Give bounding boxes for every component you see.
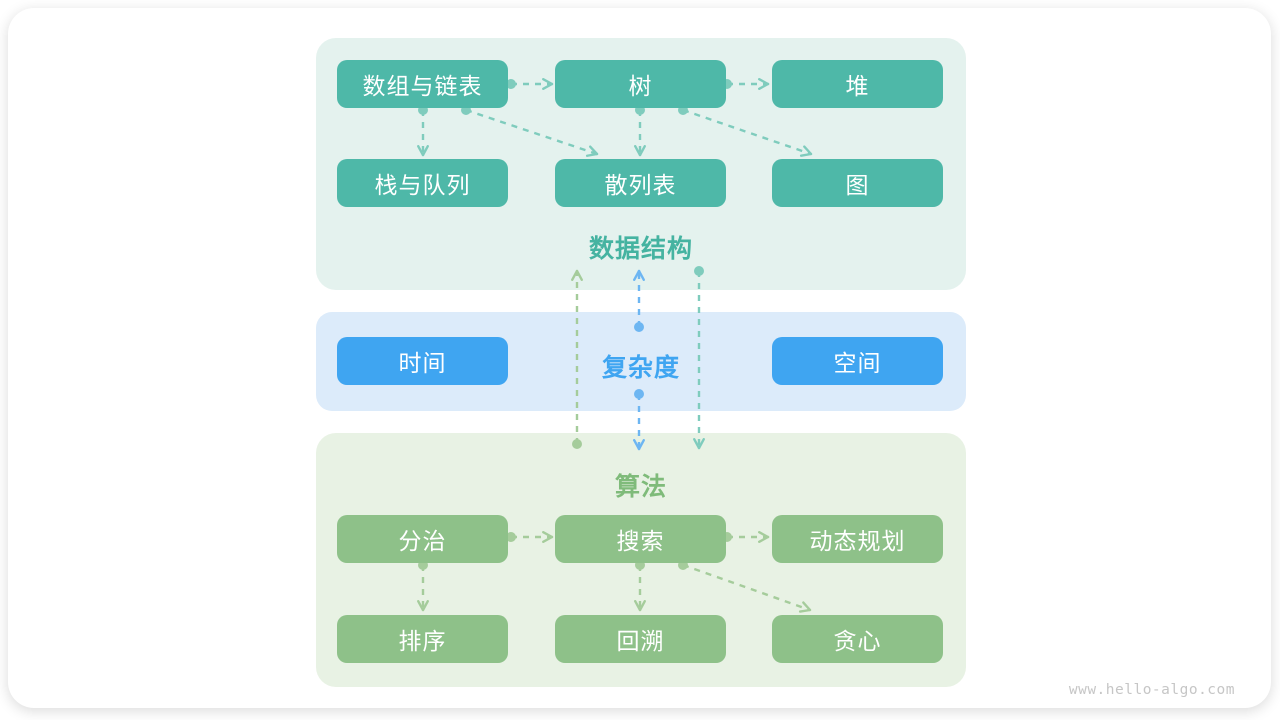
complexity-label: 复杂度 (601, 354, 680, 382)
node-dynamic-programming: 动态规划 (772, 515, 943, 563)
site-watermark: www.hello-algo.com (1068, 682, 1235, 698)
node-search: 搜索 (555, 515, 726, 563)
node-graph: 图 (772, 159, 943, 207)
algorithms-label: 算法 (614, 473, 667, 501)
node-divide-conquer: 分治 (337, 515, 508, 563)
node-arrays-linked-lists: 数组与链表 (337, 60, 508, 108)
node-hash-table: 散列表 (555, 159, 726, 207)
node-backtracking: 回溯 (555, 615, 726, 663)
data-structures-label: 数据结构 (588, 235, 693, 263)
node-space: 空间 (772, 337, 943, 385)
node-time: 时间 (337, 337, 508, 385)
node-heap: 堆 (772, 60, 943, 108)
node-greedy: 贪心 (772, 615, 943, 663)
node-sorting: 排序 (337, 615, 508, 663)
node-tree: 树 (555, 60, 726, 108)
node-stack-queue: 栈与队列 (337, 159, 508, 207)
